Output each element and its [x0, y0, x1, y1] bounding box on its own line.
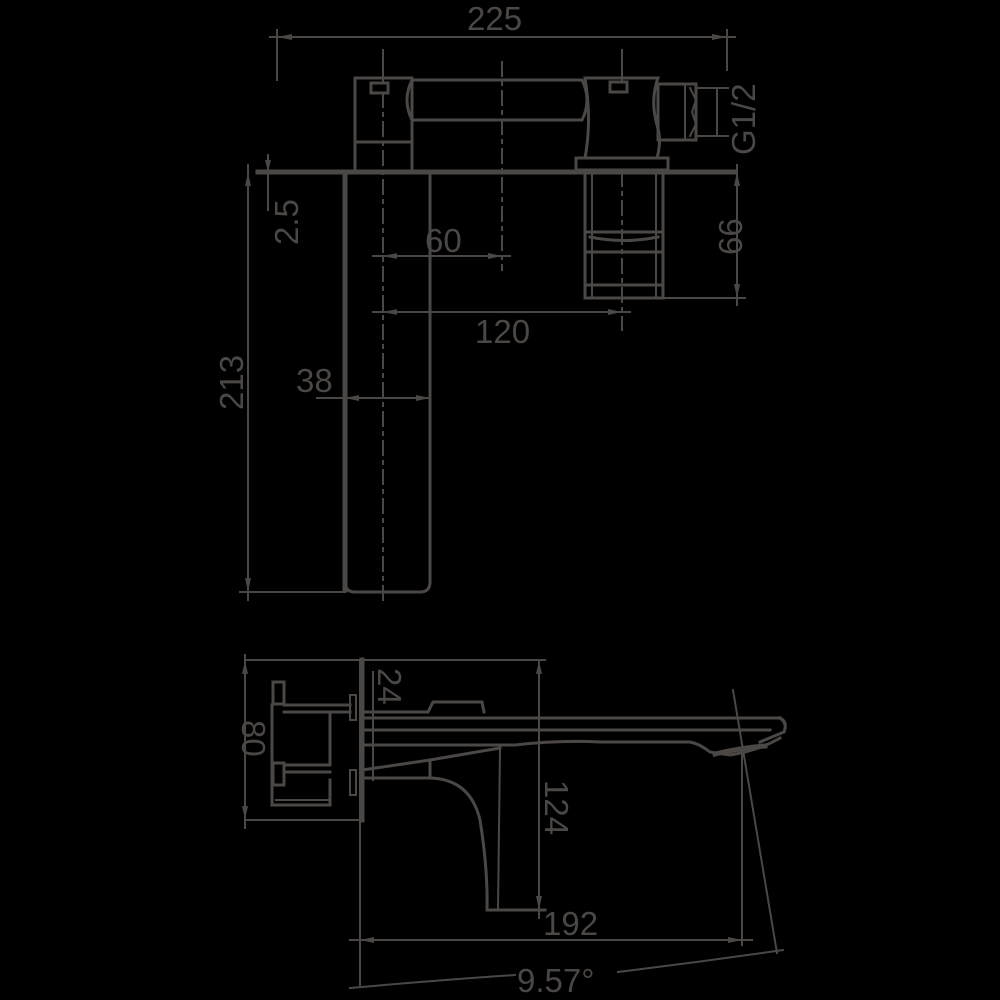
- dim-box-depth: 80: [235, 720, 272, 757]
- dim-plate-thickness: 2.5: [268, 199, 305, 245]
- dim-handle-drop: 124: [538, 780, 575, 835]
- top-view: 225 G1/2: [213, 0, 762, 601]
- dim-spout-thickness: 24: [371, 668, 408, 705]
- dim-spout-width: 38: [296, 362, 333, 399]
- dim-inlet-thread: G1/2: [725, 83, 762, 155]
- dim-handle-offset: 60: [425, 222, 462, 259]
- dim-overall-width: 225: [467, 0, 522, 37]
- dim-spout-angle: 9.57°: [517, 962, 594, 999]
- side-view: 80 24 124: [235, 654, 787, 999]
- dim-spout-reach: 192: [543, 905, 598, 942]
- dim-centers: 120: [475, 313, 530, 350]
- dim-overall-depth: 213: [213, 355, 250, 410]
- dim-handle-height: 66: [712, 218, 749, 255]
